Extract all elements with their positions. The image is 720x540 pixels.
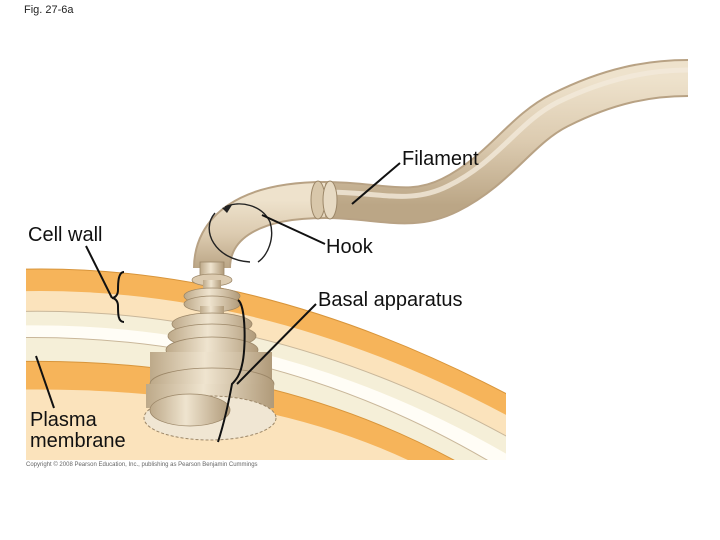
plasma-membrane-label-line2: membrane [30, 430, 126, 452]
cell-wall-label: Cell wall [28, 224, 103, 246]
hook-filament-junction [310, 180, 338, 220]
basal-apparatus-label: Basal apparatus [318, 289, 463, 311]
copyright-notice: Copyright © 2008 Pearson Education, Inc.… [26, 462, 258, 468]
basal-apparatus [143, 261, 277, 441]
basal-apparatus-leader [236, 303, 317, 385]
cell-wall-bracket [111, 271, 125, 323]
figure-label: Fig. 27-6a [24, 4, 74, 16]
hook-leader [261, 214, 326, 245]
cell-wall-leader [85, 245, 113, 299]
plasma-membrane-label-line1: Plasma [30, 409, 97, 431]
hook-label: Hook [326, 236, 373, 258]
basal-apparatus-bracket [217, 299, 246, 443]
leader-lines [35, 162, 401, 443]
rotation-arrow [208, 203, 273, 263]
plasma-membrane-label: Plasma membrane [30, 410, 170, 452]
filament-label: Filament [402, 148, 479, 170]
plasma-membrane-leader [35, 355, 55, 409]
filament-leader [351, 162, 401, 205]
